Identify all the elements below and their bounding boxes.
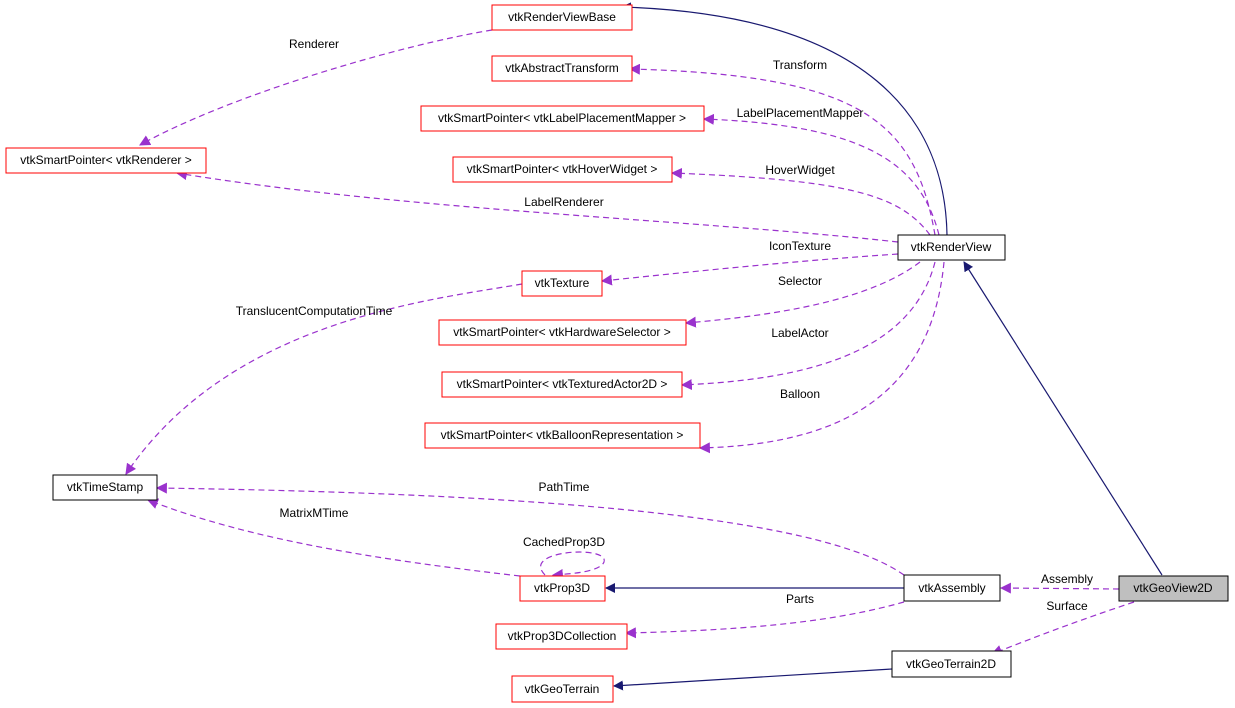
svg-text:vtkAbstractTransform: vtkAbstractTransform: [505, 61, 619, 75]
svg-text:vtkTexture: vtkTexture: [535, 276, 590, 290]
edge-renderer: Renderer: [139, 29, 493, 146]
edge-label-labelactor: LabelActor: [771, 326, 828, 340]
svg-text:vtkRenderView: vtkRenderView: [911, 240, 992, 254]
node-vtkSmartPointer-vtkBalloonRepresentation[interactable]: vtkSmartPointer< vtkBalloonRepresentatio…: [424, 422, 701, 449]
edge-label-labelplacementmapper: LabelPlacementMapper: [737, 106, 864, 120]
edge-label-matrixmtime: MatrixMTime: [280, 506, 349, 520]
edge-assembly: Assembly: [999, 572, 1120, 594]
svg-text:vtkSmartPointer< vtkBalloonRep: vtkSmartPointer< vtkBalloonRepresentatio…: [441, 428, 684, 442]
node-vtkSmartPointer-vtkHardwareSelector[interactable]: vtkSmartPointer< vtkHardwareSelector >: [438, 319, 687, 346]
svg-text:vtkSmartPointer< vtkLabelPlace: vtkSmartPointer< vtkLabelPlacementMapper…: [438, 111, 686, 125]
edge-label-transform: Transform: [773, 58, 827, 72]
edge-label-labelrenderer: LabelRenderer: [524, 195, 603, 209]
svg-text:vtkSmartPointer< vtkHardwareSe: vtkSmartPointer< vtkHardwareSelector >: [453, 325, 670, 339]
node-vtkGeoView2D[interactable]: vtkGeoView2D: [1118, 575, 1229, 602]
svg-text:vtkProp3DCollection: vtkProp3DCollection: [508, 629, 617, 643]
edge-icontexture: IconTexture: [600, 239, 899, 286]
edge-label-cachedprop3d: CachedProp3D: [523, 535, 605, 549]
svg-text:vtkAssembly: vtkAssembly: [918, 581, 985, 595]
node-vtkSmartPointer-vtkTexturedActor2D[interactable]: vtkSmartPointer< vtkTexturedActor2D >: [441, 371, 683, 398]
svg-text:vtkProp3D: vtkProp3D: [534, 581, 590, 595]
svg-text:vtkTimeStamp: vtkTimeStamp: [67, 480, 144, 494]
edge-hoverwidget: HoverWidget: [670, 163, 931, 236]
edge-labelrenderer: LabelRenderer: [175, 169, 899, 243]
svg-text:vtkRenderViewBase: vtkRenderViewBase: [508, 10, 616, 24]
node-vtkProp3DCollection[interactable]: vtkProp3DCollection: [495, 623, 628, 650]
node-vtkGeoTerrain2D[interactable]: vtkGeoTerrain2D: [891, 650, 1012, 678]
node-vtkRenderView[interactable]: vtkRenderView: [897, 234, 1006, 261]
svg-text:vtkSmartPointer< vtkTexturedAc: vtkSmartPointer< vtkTexturedActor2D >: [457, 377, 668, 391]
svg-text:vtkSmartPointer< vtkRenderer >: vtkSmartPointer< vtkRenderer >: [20, 153, 191, 167]
svg-text:vtkGeoTerrain: vtkGeoTerrain: [525, 682, 600, 696]
svg-text:vtkGeoView2D: vtkGeoView2D: [1133, 581, 1212, 595]
edge-balloon: Balloon: [698, 261, 945, 454]
svg-text:vtkGeoTerrain2D: vtkGeoTerrain2D: [906, 657, 996, 671]
edge-label-parts: Parts: [786, 592, 814, 606]
edge-renderview-to-renderviewbase: [621, 2, 948, 236]
edge-geoterrain2d-to-geoterrain: [613, 668, 893, 691]
edge-label-hoverwidget: HoverWidget: [765, 163, 835, 177]
node-vtkSmartPointer-vtkLabelPlacementMapper[interactable]: vtkSmartPointer< vtkLabelPlacementMapper…: [420, 105, 705, 132]
edge-label-selector: Selector: [778, 274, 822, 288]
edge-selector: Selector: [684, 261, 921, 328]
node-vtkSmartPointer-vtkRenderer[interactable]: vtkSmartPointer< vtkRenderer >: [5, 147, 207, 174]
node-vtkGeoTerrain[interactable]: vtkGeoTerrain: [511, 675, 614, 703]
edge-label-renderer: Renderer: [289, 37, 339, 51]
edge-translucent: TranslucentComputationTime: [125, 283, 523, 475]
edge-cachedprop3d: CachedProp3D: [523, 535, 605, 580]
nodes-layer: vtkRenderViewBase vtkAbstractTransform v…: [5, 4, 1229, 703]
edge-label-surface: Surface: [1046, 599, 1088, 613]
node-vtkAssembly[interactable]: vtkAssembly: [903, 574, 1001, 602]
node-vtkSmartPointer-vtkHoverWidget[interactable]: vtkSmartPointer< vtkHoverWidget >: [452, 156, 673, 183]
svg-text:vtkSmartPointer< vtkHoverWidge: vtkSmartPointer< vtkHoverWidget >: [467, 162, 658, 176]
edge-label-balloon: Balloon: [780, 387, 820, 401]
edge-label-translucent: TranslucentComputationTime: [236, 304, 393, 318]
edge-label-assembly: Assembly: [1041, 572, 1093, 586]
edge-labelplacementmapper: LabelPlacementMapper: [702, 106, 940, 236]
edge-matrixmtime: MatrixMTime: [146, 498, 521, 577]
node-vtkAbstractTransform[interactable]: vtkAbstractTransform: [491, 55, 633, 82]
edge-geoview2d-to-renderview: [963, 261, 1163, 576]
node-vtkRenderViewBase[interactable]: vtkRenderViewBase: [491, 4, 633, 31]
edge-pathtime: PathTime: [155, 480, 905, 576]
edge-labelactor: LabelActor: [680, 261, 936, 391]
edge-label-icontexture: IconTexture: [769, 239, 831, 253]
node-vtkTimeStamp[interactable]: vtkTimeStamp: [52, 474, 158, 501]
edges-layer: Renderer Transform LabelPlacementMapper …: [125, 2, 1163, 691]
edge-parts: Parts: [624, 592, 905, 639]
node-vtkProp3D[interactable]: vtkProp3D: [519, 575, 606, 602]
edge-surface: Surface: [990, 599, 1135, 656]
edge-label-pathtime: PathTime: [539, 480, 590, 494]
node-vtkTexture[interactable]: vtkTexture: [521, 270, 603, 297]
edge-transform: Transform: [628, 58, 936, 236]
